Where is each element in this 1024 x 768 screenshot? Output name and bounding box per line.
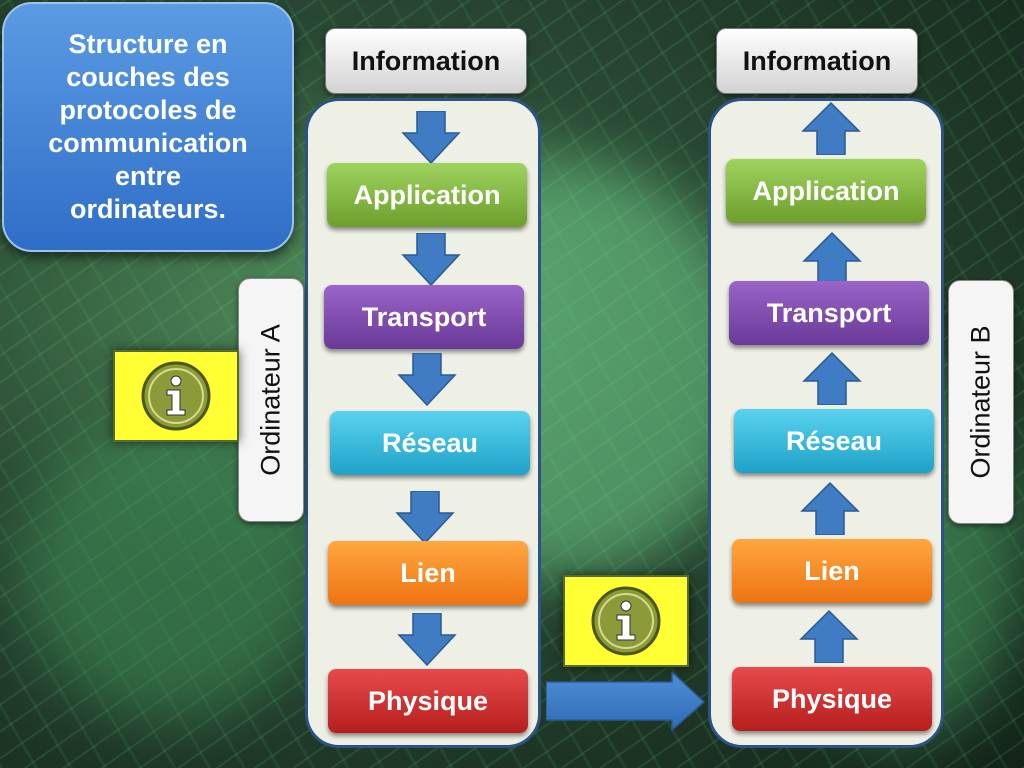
layer-physique-b: Physique	[732, 667, 932, 731]
slide-title: Structure en couches des protocoles de c…	[2, 2, 294, 252]
info-icon	[591, 586, 661, 656]
down-arrow-icon	[395, 491, 455, 545]
information-header-b: Information	[716, 28, 918, 94]
down-arrow-icon	[397, 613, 457, 667]
down-arrow-icon	[401, 111, 461, 165]
layer-physique-a: Physique	[328, 669, 528, 733]
layer-application-a: Application	[327, 163, 527, 227]
up-arrow-icon	[802, 351, 862, 405]
layer-transport-b: Transport	[729, 281, 929, 345]
info-button-transfer[interactable]	[563, 575, 689, 667]
layer-lien-b: Lien	[732, 539, 932, 603]
layer-application-b: Application	[726, 159, 926, 223]
up-arrow-icon	[802, 231, 862, 285]
info-button-a[interactable]	[113, 350, 239, 442]
layer-reseau-b: Réseau	[734, 409, 934, 473]
up-arrow-icon	[800, 481, 860, 535]
protocol-stack-b: Application Transport Réseau Lien Physiq…	[708, 98, 944, 748]
down-arrow-icon	[397, 353, 457, 407]
computer-b-label: Ordinateur B	[948, 280, 1014, 524]
protocol-stack-a: Application Transport Réseau Lien Physiq…	[305, 98, 541, 748]
computer-a-label-text: Ordinateur A	[255, 324, 286, 476]
up-arrow-icon	[799, 609, 859, 663]
info-icon	[141, 361, 211, 431]
computer-a-label: Ordinateur A	[238, 278, 304, 522]
layer-lien-a: Lien	[328, 541, 528, 605]
layer-transport-a: Transport	[324, 285, 524, 349]
right-arrow-icon	[546, 672, 706, 732]
layer-reseau-a: Réseau	[330, 411, 530, 475]
information-header-a: Information	[325, 28, 527, 94]
up-arrow-icon	[801, 101, 861, 155]
down-arrow-icon	[401, 233, 461, 287]
computer-b-label-text: Ordinateur B	[965, 325, 996, 479]
